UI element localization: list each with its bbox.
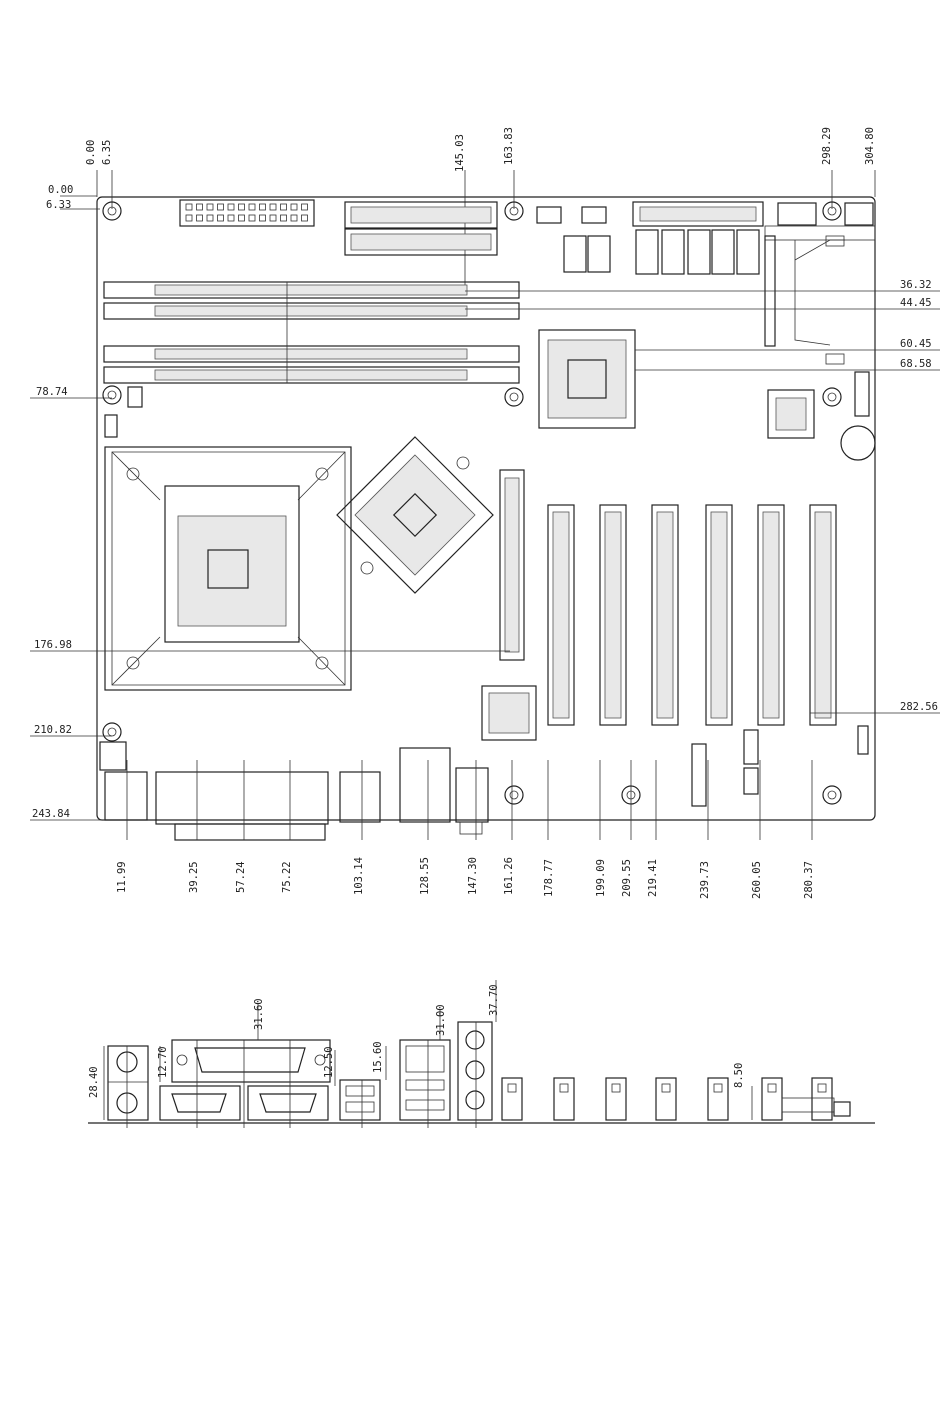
left-label-1: 6.33 (46, 199, 71, 211)
panel-label-0: 28.40 (88, 1066, 100, 1098)
bottom-label-14: 280.37 (803, 861, 815, 899)
right-label-2: 60.45 (900, 338, 932, 350)
panel-label-2: 31.60 (253, 998, 265, 1030)
bottom-label-6: 147.30 (467, 857, 479, 895)
left-label-4: 210.82 (34, 724, 72, 736)
bottom-label-5: 128.55 (419, 857, 431, 895)
dimm-slots (104, 282, 519, 383)
northbridge-chip (539, 330, 635, 428)
cf-card-slot (765, 236, 845, 364)
right-label-0: 36.32 (900, 279, 932, 291)
top-label-1: 6.35 (101, 140, 113, 165)
bottom-label-4: 103.14 (353, 857, 365, 895)
cpu-socket (105, 447, 351, 690)
pci-slot-5 (758, 505, 784, 725)
io-chip (768, 390, 814, 438)
top-label-5: 304.80 (864, 127, 876, 165)
top-label-0: 0.00 (85, 140, 97, 165)
pci-slot-1 (548, 505, 574, 725)
top-label-4: 298.29 (821, 127, 833, 165)
southbridge-chip (482, 686, 536, 740)
right-label-1: 44.45 (900, 297, 932, 309)
small-headers-top (537, 207, 610, 272)
left-label-0: 0.00 (48, 184, 73, 196)
small-headers-bottom (692, 726, 868, 806)
left-label-5: 243.84 (32, 808, 70, 820)
pci-slot-6 (810, 505, 836, 725)
ide-connectors (345, 202, 497, 255)
bottom-label-9: 199.09 (595, 859, 607, 897)
panel-label-3: 12.50 (323, 1046, 335, 1078)
vertical-connector (500, 470, 524, 660)
panel-label-4: 15.60 (372, 1041, 384, 1073)
top-label-3: 163.83 (503, 127, 515, 165)
floppy-connector (633, 202, 763, 226)
bottom-label-12: 239.73 (699, 861, 711, 899)
chipset-diamond (337, 437, 493, 593)
right-label-4: 282.56 (900, 701, 938, 713)
pci-slot-3 (652, 505, 678, 725)
bottom-label-0: 11.99 (116, 861, 128, 893)
battery (841, 426, 875, 460)
bottom-label-3: 75.22 (281, 861, 293, 893)
atx-power-connector (180, 200, 314, 226)
left-label-3: 176.98 (34, 639, 72, 651)
left-label-2: 78.74 (36, 386, 68, 398)
panel-label-1: 12.70 (157, 1046, 169, 1078)
bottom-label-8: 178.77 (543, 859, 555, 897)
bottom-label-10: 209.55 (621, 859, 633, 897)
bottom-label-7: 161.26 (503, 857, 515, 895)
rear-io-top (100, 742, 488, 840)
header-right (855, 372, 869, 416)
fan-header (128, 387, 142, 407)
top-label-2: 145.03 (454, 134, 466, 172)
panel-label-7: 8.50 (733, 1063, 745, 1088)
top-right-headers (765, 203, 875, 240)
bottom-label-13: 260.05 (751, 861, 763, 899)
panel-label-6: 37.70 (488, 984, 500, 1016)
jumper-left (105, 415, 117, 437)
bottom-label-11: 219.41 (647, 859, 659, 897)
sata-connectors (636, 230, 759, 274)
bottom-label-2: 57.24 (235, 861, 247, 893)
right-label-3: 68.58 (900, 358, 932, 370)
pci-slots (548, 505, 836, 725)
pci-slot-4 (706, 505, 732, 725)
bottom-label-1: 39.25 (188, 861, 200, 893)
panel-label-5: 31.00 (435, 1004, 447, 1036)
rear-panel-view (88, 980, 875, 1128)
pci-slot-2 (600, 505, 626, 725)
